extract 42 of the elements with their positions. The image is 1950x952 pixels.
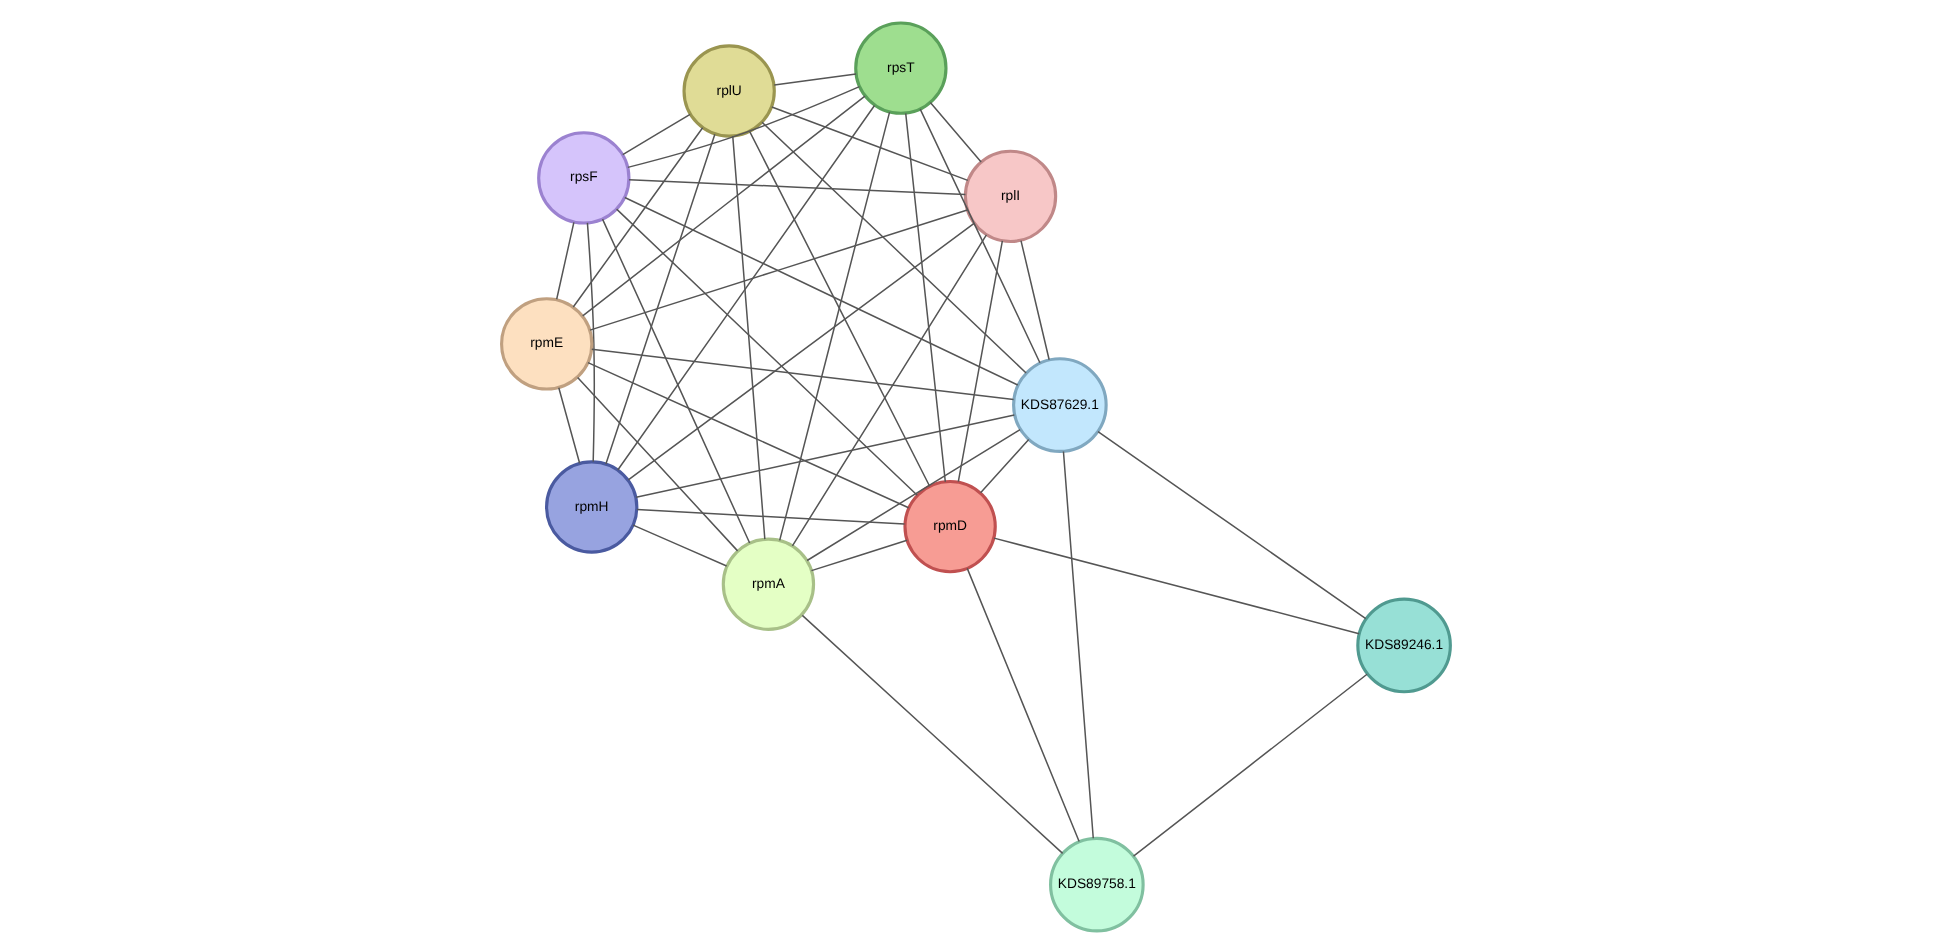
connector: [777, 110, 890, 541]
connector: [580, 94, 865, 316]
connector: [760, 120, 1026, 373]
connector: [600, 217, 750, 543]
connector: [800, 613, 1063, 854]
connector: [1061, 449, 1093, 838]
connector: [626, 221, 974, 480]
connector: [626, 84, 860, 168]
connector: [1096, 429, 1366, 619]
connector: [623, 195, 1018, 385]
connector: [557, 386, 580, 464]
connector: [992, 536, 1359, 634]
connector: [965, 566, 1079, 842]
connector: [1019, 238, 1049, 360]
connector: [554, 220, 574, 300]
connector: [588, 208, 968, 330]
connector: [809, 538, 907, 571]
connector: [586, 360, 909, 508]
connector: [1131, 672, 1367, 856]
connector: [585, 221, 595, 462]
connector: [627, 178, 966, 195]
connector: [770, 105, 968, 181]
connector: [590, 347, 1014, 400]
connector: [956, 239, 1003, 482]
connector: [772, 72, 856, 85]
connector: [918, 107, 1040, 363]
connector: [631, 523, 727, 566]
connector: [571, 126, 703, 307]
connector: [928, 100, 981, 162]
connector: [805, 427, 1020, 561]
connector: [604, 132, 715, 464]
connector: [634, 413, 1015, 498]
connector: [903, 111, 946, 482]
connector: [614, 207, 917, 496]
connector: [790, 233, 987, 546]
connector: [731, 134, 765, 539]
connector: [978, 437, 1029, 493]
connector: [748, 129, 930, 486]
connector: [575, 375, 738, 551]
connector: [621, 112, 690, 155]
connector: [616, 103, 875, 470]
connector: [635, 507, 905, 524]
